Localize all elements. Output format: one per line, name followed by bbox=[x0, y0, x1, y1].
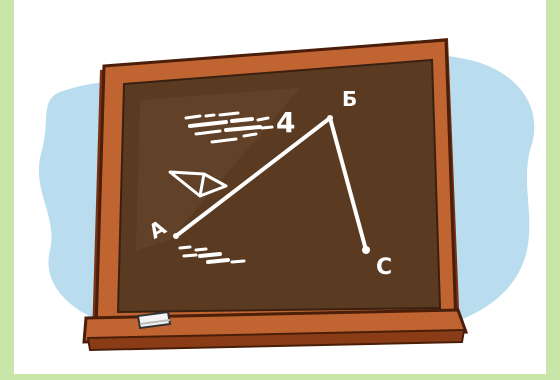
chalk-tray-front bbox=[86, 328, 466, 352]
point-c-label: C bbox=[376, 255, 392, 280]
point-c-dot bbox=[362, 246, 370, 254]
chalk-piece-icon bbox=[136, 310, 172, 330]
point-b-label: Б bbox=[342, 87, 357, 111]
formula-digit: 4 bbox=[276, 106, 295, 139]
point-b-dot bbox=[327, 115, 333, 121]
point-a-dot bbox=[173, 233, 179, 239]
triangle-sketch-icon bbox=[168, 170, 228, 198]
a-scribbles bbox=[178, 245, 246, 264]
formula-scribbles bbox=[184, 111, 274, 144]
